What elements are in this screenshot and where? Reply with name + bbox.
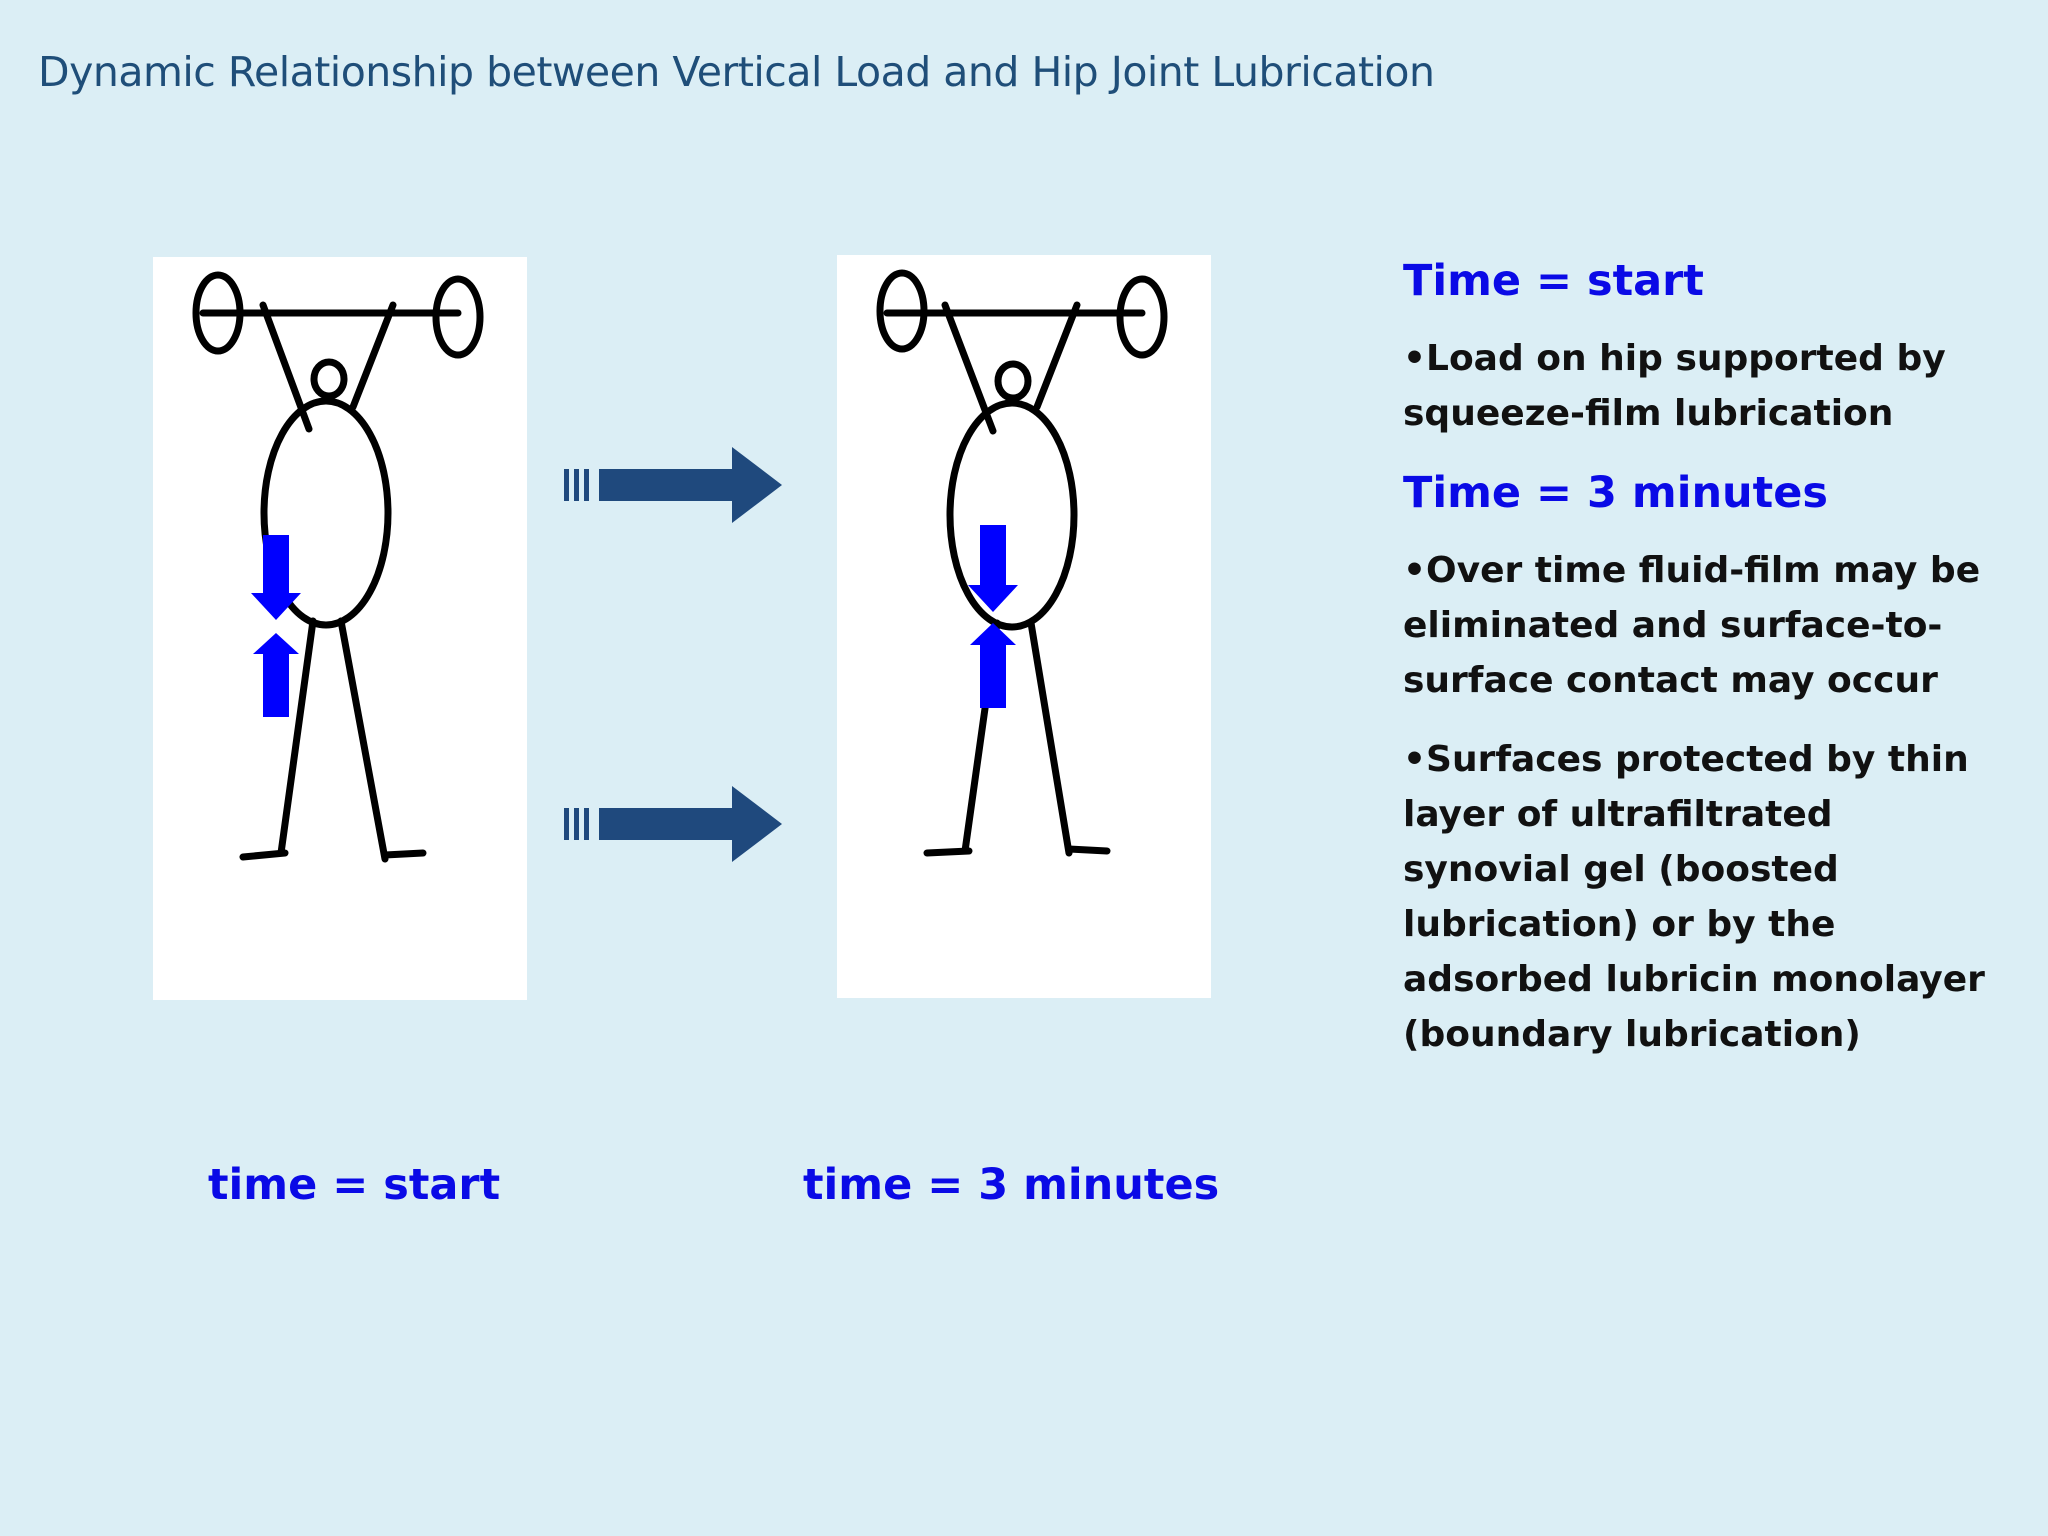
notes-panel: Time = start •Load on hip supported by s… [1403, 253, 2003, 1086]
barbell-left-plate [192, 271, 244, 355]
barbell-right-plate [432, 275, 484, 359]
left-leg [277, 617, 317, 857]
barbell-right-plate [1116, 275, 1168, 359]
right-leg [1027, 619, 1073, 857]
heading-time-start: Time = start [1403, 256, 1704, 306]
caption-time-start: time = start [208, 1160, 501, 1210]
figure-start-panel [153, 257, 527, 1000]
right-arrow-icon [564, 447, 782, 523]
head [994, 360, 1032, 402]
load-up-arrow [253, 633, 299, 717]
caption-time-3-minutes: time = 3 minutes [803, 1160, 1220, 1210]
bullet-squeeze-film: •Load on hip supported by squeeze-film l… [1403, 338, 1946, 434]
weightlifter-start-figure [192, 271, 484, 863]
load-down-arrow [968, 525, 1018, 612]
bullet-surfaces-protected: •Surfaces protected by thin layer of ult… [1403, 739, 1985, 1055]
head [310, 358, 348, 400]
bullet-fluid-film-eliminated: •Over time fluid-film may be eliminated … [1403, 550, 1981, 701]
left-foot [239, 849, 289, 861]
load-up-arrow [970, 623, 1016, 708]
barbell-left-plate [876, 269, 928, 353]
torso [946, 399, 1078, 631]
left-foot [923, 847, 973, 857]
right-foot [381, 849, 427, 859]
right-foot [1065, 845, 1111, 855]
slide-title: Dynamic Relationship between Vertical Lo… [38, 48, 1435, 96]
heading-time-3-minutes: Time = 3 minutes [1403, 468, 1828, 518]
load-down-arrow [251, 535, 301, 620]
right-arm [349, 301, 397, 411]
weightlifter-3min-figure [876, 269, 1168, 857]
torso [260, 397, 392, 629]
figure-3min-panel [837, 255, 1211, 998]
right-arrow-icon [564, 786, 782, 862]
right-leg [337, 617, 389, 863]
right-arm [1033, 301, 1081, 411]
